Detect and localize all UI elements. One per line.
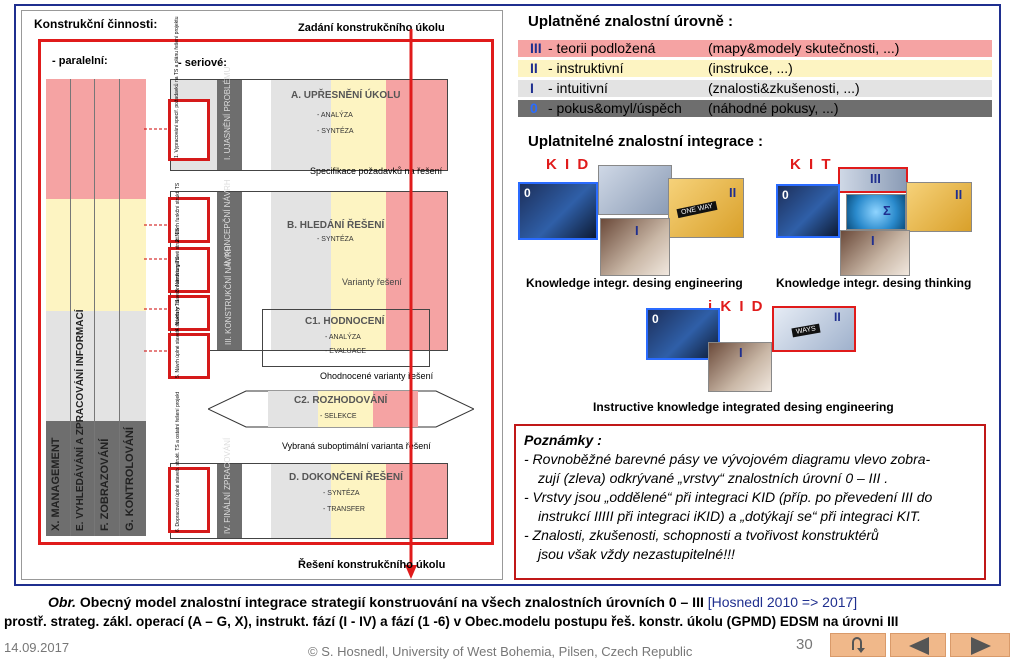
left-title: Konstrukční činnosti: [34,17,158,31]
note-line: - Znalosti, zkušenosti, schopnosti a tvo… [524,527,879,543]
ikid-label: i K I D [708,298,765,315]
copyright: © S. Hosnedl, University of West Bohemia… [308,644,693,659]
band-level-2 [46,199,146,311]
thinking-man-image: I [840,230,910,276]
process-frame [38,39,494,545]
brain-image: Σ [846,194,906,230]
levels-title: Uplatněné znalostní úrovně : [528,13,734,30]
level-row: III - teorii podložená (mapy&modely skut… [518,40,992,57]
output-label: Ohodnocené varianty řešení [320,371,434,381]
output-label: Vybraná suboptimální varianta řešení [282,441,431,451]
level-row: I - intuitivní (znalosti&zkušenosti, ...… [518,80,992,97]
one-way-sign-image: ONE WAY II [668,178,744,238]
ways-sign-image: WAYS II [772,306,856,352]
notes-box: Poznámky : - Rovnoběžné barevné pásy ve … [514,424,986,580]
kid-caption: Knowledge integr. desing engineering [526,276,743,290]
step-1-box: 1. Vypracování specif. požadavků na TS a… [168,17,210,161]
step-4-box: 4. Návrh hr. stavební struktury TS [168,257,210,331]
band-level-1 [46,311,146,421]
figure-caption-2: prostř. strateg. zákl. operací (A – G, X… [4,614,899,629]
task-solution-label: Řešení konstrukčního úkolu [298,559,446,571]
phase-b: B. HLEDÁNÍ ŘEŠENÍ - SYNTÉZA II. KONCEPČN… [170,179,448,351]
reference: [Hosnedl 2010 => 2017] [707,594,858,610]
slide-date: 14.09.2017 [4,640,70,655]
ikid-caption: Instructive knowledge integrated desing … [593,400,894,414]
tablet-image: 0 [776,184,840,238]
page-number: 30 [796,636,813,653]
whiteboard-image: III [838,167,908,193]
step-6-box: 6. Dopracování úplné staveb. strukt. TS … [168,392,210,533]
note-line: instrukcí IIIII při integraci iKID) a „d… [538,508,922,524]
step-5-box: 5. Návrh úplné staveb. struktury TS [168,300,210,379]
whiteboard-image [598,165,672,215]
phase-c2: C2. ROZHODOVÁNÍ - SELEKCE [208,389,474,429]
one-way-sign-image: II [906,182,972,232]
kit-caption: Knowledge integr. desing thinking [776,276,972,290]
tablet-image: 0 [518,182,598,240]
thinking-man-image: I [708,342,772,392]
task-input-label: Zadání konstrukčního úkolu [298,22,445,34]
phase-c1: C1. HODNOCENÍ - ANALÝZA - EVALUACE [262,309,430,367]
output-label: Varianty řešení [342,277,402,287]
thinking-man-image: I [600,218,670,276]
next-slide-button[interactable] [950,633,1010,657]
figure-caption: Obr. Obecný model znalostní integrace st… [48,594,858,610]
output-label: Specifikace požadavků na řešení [310,166,443,176]
design-process-diagram: X. MANAGEMENT E. VYHLEDÁVÁNÍ A ZPRACOVÁN… [21,10,503,580]
band-level-0 [46,421,146,536]
note-line: zují (zleva) odkrývané „vrstvy“ znalostn… [538,470,889,486]
note-line: - Rovnoběžné barevné pásy ve vývojovém d… [524,451,931,467]
note-line: - Vrstvy jsou „oddělené“ při integraci K… [524,489,933,505]
step-2-box: 2. Návrh funkční strukt. TS [168,183,210,243]
kid-label: K I D [546,156,591,173]
return-button[interactable] [830,633,886,657]
kit-label: K I T [790,156,833,173]
level-row: 0 - pokus&omyl/úspěch (náhodné pokusy, .… [518,100,992,117]
level-row: II - instruktivní (instrukce, ...) [518,60,992,77]
step-3-box: 3. Návrh orgánové strukt. TS [168,228,210,293]
serial-label: - seriové: [178,57,227,69]
band-level-3 [46,79,146,199]
return-icon [852,637,865,653]
tablet-image: 0 [646,308,720,360]
parallel-label: - paralelní: [52,55,108,67]
triangle-left-icon [909,637,929,655]
notes-title: Poznámky : [524,432,602,448]
integration-title: Uplatnitelné znalostní integrace : [528,133,764,150]
note-line: jsou však vždy nezastupitelné!!! [538,546,735,562]
slide-frame [14,4,1001,586]
previous-slide-button[interactable] [890,633,946,657]
triangle-right-icon [971,637,991,655]
